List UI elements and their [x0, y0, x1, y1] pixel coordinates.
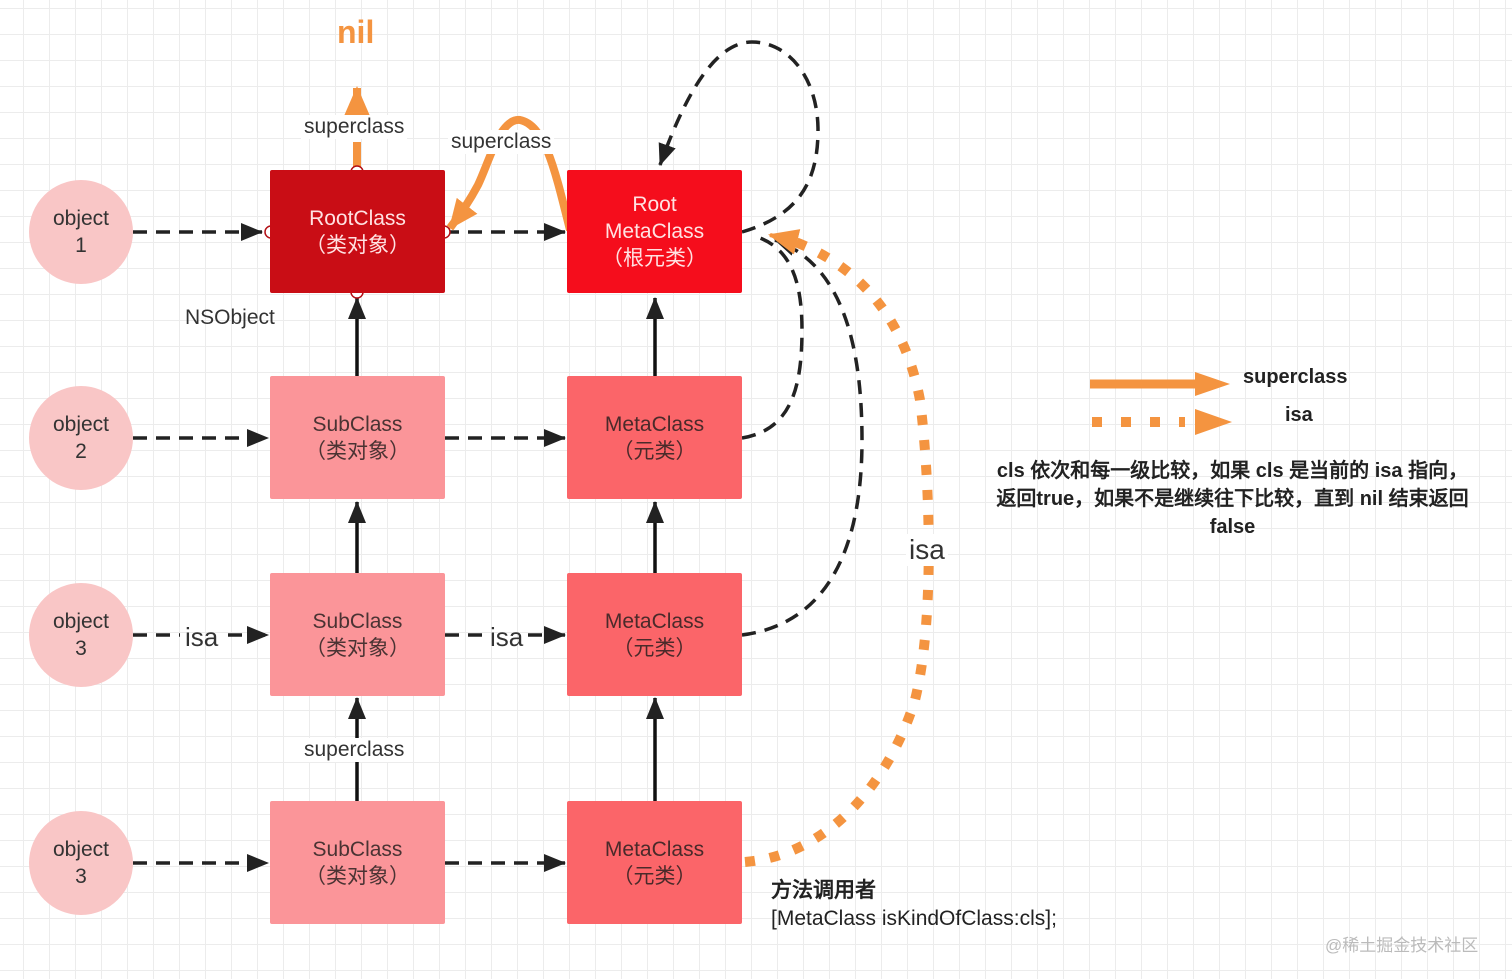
node-title-2: MetaClass — [604, 220, 705, 243]
superclass-label-bottom: superclass — [301, 738, 408, 762]
root-class-node[interactable]: RootClass （类对象） — [270, 170, 445, 293]
node-subtitle: （元类） — [612, 439, 697, 463]
isa-label-object3: isa — [185, 622, 219, 652]
legend-superclass-arrow — [1090, 372, 1230, 396]
meta4-isa-rootmeta-orange — [744, 235, 934, 867]
object-number: 2 — [75, 440, 87, 463]
caller-note: 方法调用者 [MetaClass isKindOfClass:cls]; — [771, 877, 1057, 933]
subclass-node-3[interactable]: SubClass （类对象） — [270, 801, 445, 924]
object-label: object — [52, 838, 110, 861]
object-label: object — [52, 610, 110, 633]
isa-label-orange: isa — [906, 534, 948, 566]
object-label: object — [52, 413, 110, 436]
metaclass-node-3[interactable]: MetaClass （元类） — [567, 801, 742, 924]
node-subtitle: （类对象） — [305, 636, 410, 660]
object-node-3[interactable]: object 3 — [29, 583, 133, 687]
superclass-label-top: superclass — [301, 115, 408, 139]
node-title: Root — [632, 193, 677, 216]
rootmeta-isa-self-loop — [658, 40, 820, 234]
object-number: 3 — [75, 865, 87, 888]
rootmeta-superclass-rootclass — [446, 116, 574, 231]
superclass-edges — [348, 297, 664, 801]
object-number: 1 — [75, 234, 87, 257]
node-subtitle: （类对象） — [305, 233, 410, 257]
object-node-4[interactable]: object 3 — [29, 811, 133, 915]
legend-isa-arrow — [1092, 409, 1232, 435]
nil-label: nil — [337, 14, 375, 50]
meta2-isa-rootmeta — [741, 236, 804, 440]
explanation-note: cls 依次和每一级比较，如果 cls 是当前的 isa 指向， 返回true，… — [960, 457, 1505, 541]
node-title: SubClass — [312, 412, 403, 436]
watermark: @稀土掘金技术社区 — [1325, 936, 1479, 955]
node-subtitle: （类对象） — [305, 864, 410, 888]
subclass-node-1[interactable]: SubClass （类对象） — [270, 376, 445, 499]
object-label: object — [52, 207, 110, 230]
object-number: 3 — [75, 637, 87, 660]
node-subtitle: （类对象） — [305, 439, 410, 463]
node-title: SubClass — [312, 609, 403, 633]
note-line-3: false — [1209, 516, 1256, 538]
object-node-2[interactable]: object 2 — [29, 386, 133, 490]
note-line-2: 返回true，如果不是继续往下比较，直到 nil 结束返回 — [996, 488, 1469, 510]
nsobject-label: NSObject — [185, 306, 275, 329]
isa-edges-objects — [133, 223, 269, 872]
node-title: MetaClass — [604, 609, 705, 633]
node-subtitle: （元类） — [612, 864, 697, 888]
node-title: MetaClass — [604, 837, 705, 861]
node-subtitle: （根元类） — [602, 247, 707, 270]
superclass-label-rootmeta: superclass — [448, 130, 555, 154]
caller-line-2: [MetaClass isKindOfClass:cls]; — [771, 907, 1057, 930]
meta3-isa-rootmeta — [741, 238, 864, 637]
subclass-node-2[interactable]: SubClass （类对象） — [270, 573, 445, 696]
node-subtitle: （元类） — [612, 636, 697, 660]
legend-isa-label: isa — [1285, 404, 1313, 426]
root-metaclass-node[interactable]: Root MetaClass （根元类） — [567, 170, 742, 293]
isa-label-class3: isa — [490, 622, 524, 652]
note-line-1: cls 依次和每一级比较，如果 cls 是当前的 isa 指向， — [996, 460, 1469, 482]
caller-line-1: 方法调用者 — [771, 879, 876, 902]
node-title: MetaClass — [604, 412, 705, 436]
object-node-1[interactable]: object 1 — [29, 180, 133, 284]
legend-superclass-label: superclass — [1243, 366, 1348, 388]
node-title: RootClass — [309, 206, 406, 230]
metaclass-node-2[interactable]: MetaClass （元类） — [567, 573, 742, 696]
isa-edges-classes — [445, 223, 566, 872]
node-title: SubClass — [312, 837, 403, 861]
metaclass-node-1[interactable]: MetaClass （元类） — [567, 376, 742, 499]
